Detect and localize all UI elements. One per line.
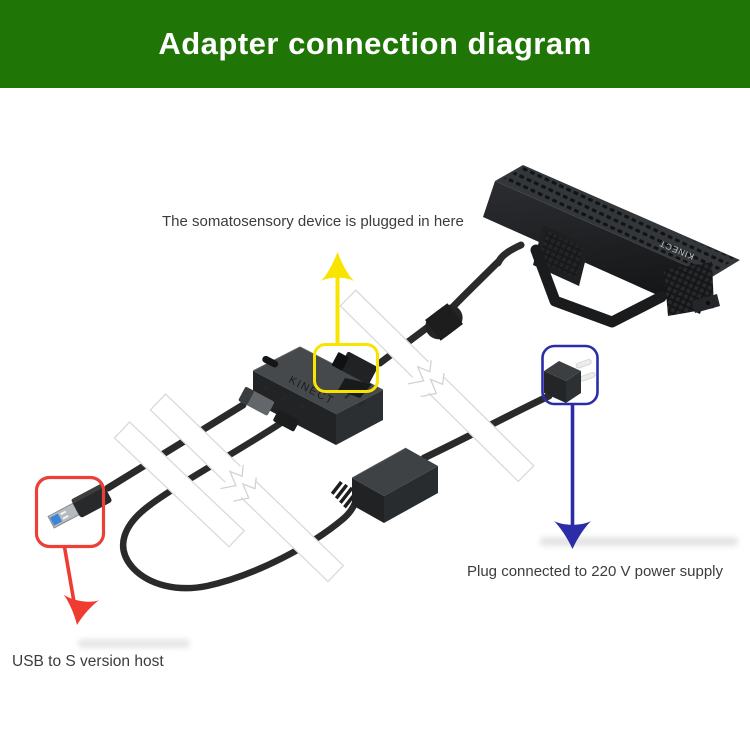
plug-prong [579, 372, 596, 382]
cable-break-band-left-a [113, 421, 246, 548]
cable-break-band-left-b [149, 393, 345, 583]
watermark-smudge [540, 537, 738, 546]
plug-prong [575, 359, 592, 369]
highlight-box-blue [541, 344, 599, 406]
down-arrow-red-head [63, 594, 100, 625]
power-plug [544, 359, 596, 403]
usb-plug [47, 483, 112, 529]
usb3-blue-tab [49, 513, 63, 526]
cable-break-band-right [339, 289, 535, 483]
usb-cable [104, 401, 247, 492]
ferrite-bead [424, 303, 464, 341]
adapter-second-plug [273, 409, 300, 432]
strain-relief [330, 480, 359, 509]
adapter-usb-port-plug [238, 387, 275, 416]
watermark-smudge [78, 639, 190, 648]
label-somatosensory: The somatosensory device is plugged in h… [162, 213, 464, 230]
yellow-callout [313, 252, 379, 393]
vent-grill [500, 167, 736, 274]
page-title: Adapter connection diagram [158, 26, 592, 61]
adapter-slot [262, 355, 279, 368]
label-power: Plug connected to 220 V power supply [467, 563, 724, 580]
red-callout [34, 475, 106, 625]
label-usb: USB to S version host [12, 653, 164, 670]
kinect-sensor: KINECT [483, 165, 740, 328]
down-arrow-red-shaft [62, 546, 76, 603]
up-arrow-yellow-head [321, 252, 354, 281]
header-banner: Adapter connection diagram [0, 0, 750, 88]
highlight-box-red [34, 475, 106, 549]
highlight-box-yellow [313, 343, 379, 393]
sensor-stand [530, 225, 667, 328]
adapter-box: KINECT [238, 346, 384, 445]
down-arrow-blue-head [554, 521, 591, 549]
blue-callout [541, 344, 599, 549]
usb-metal-shaft [47, 502, 80, 529]
usb-body [72, 483, 112, 518]
power-brick [330, 447, 438, 523]
sensor-cable-stub [494, 241, 525, 267]
